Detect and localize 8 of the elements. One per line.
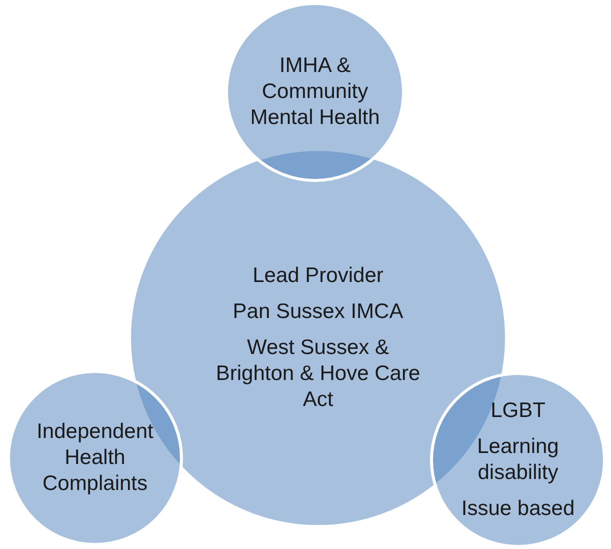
circle-label: Learning disability [476,434,560,486]
circle-label: West Sussex & Brighton & Hove Care Act [214,335,422,413]
circle-label: IMHA & Community Mental Health [250,53,380,131]
circle-label: Pan Sussex IMCA [232,299,404,325]
circle-label: Issue based [461,496,575,522]
circle-label: Lead Provider [252,263,384,289]
circle-label: Independent Health Complaints [36,419,154,497]
circle-label: LGBT [490,398,546,424]
